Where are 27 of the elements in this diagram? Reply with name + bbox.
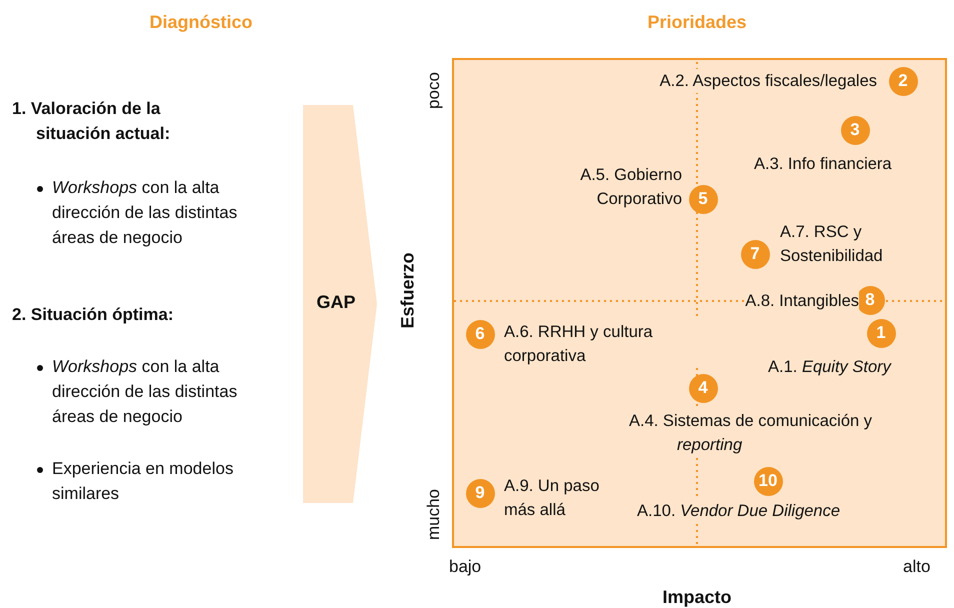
number-circle: 9 bbox=[466, 478, 494, 508]
number-circle: 5 bbox=[688, 184, 718, 214]
priority-matrix bbox=[452, 58, 947, 548]
number-circle: 2 bbox=[888, 66, 918, 96]
axis-end-label: mucho bbox=[422, 488, 444, 540]
number-circle: 7 bbox=[740, 240, 770, 268]
number-circle: 10 bbox=[754, 466, 782, 496]
heading: 1. Valoración de la situación actual: bbox=[12, 98, 172, 145]
axis-title: Esfuerzo bbox=[396, 252, 419, 328]
priority-label: A.2. Aspectos fiscales/legales bbox=[660, 69, 877, 93]
number-circle: 3 bbox=[840, 116, 870, 144]
bullet-text: Experiencia en modelos similares bbox=[52, 458, 234, 505]
number-circle: 6 bbox=[466, 320, 494, 348]
section-title: Prioridades bbox=[646, 11, 748, 34]
axis-end-label: poco bbox=[422, 72, 444, 108]
bullet-text: Workshops con la alta dirección de las distintas áreas de negocio bbox=[52, 356, 238, 428]
gap-label: GAP bbox=[315, 292, 356, 313]
number-circle: 1 bbox=[866, 318, 896, 348]
number-circle: 4 bbox=[688, 374, 718, 402]
bullet-text: Workshops con la alta dirección de las distintas áreas de negocio bbox=[52, 177, 238, 249]
axis-end-label: alto bbox=[903, 556, 930, 578]
gap-chevron bbox=[303, 105, 377, 503]
axis-title: Impacto bbox=[661, 586, 732, 608]
priority-label: A.10. Vendor Due Diligence bbox=[637, 499, 840, 523]
section-title: Diagnóstico bbox=[148, 11, 254, 34]
axis-end-label: bajo bbox=[449, 556, 482, 578]
heading: 2. Situación óptima: bbox=[12, 304, 175, 326]
